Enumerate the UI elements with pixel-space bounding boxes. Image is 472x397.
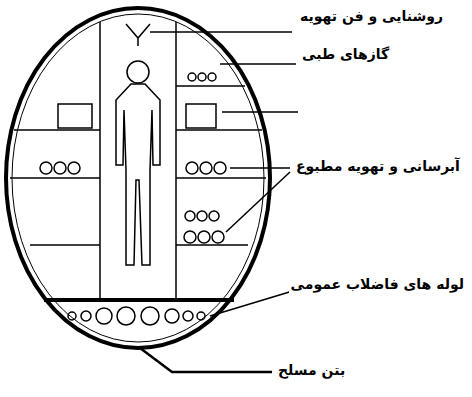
sewer-pipe xyxy=(81,311,91,321)
shelf xyxy=(30,244,100,246)
cable-tray xyxy=(58,104,92,128)
sewer-pipe xyxy=(117,307,135,325)
shelf xyxy=(176,177,266,179)
pipe xyxy=(186,162,198,174)
shelf xyxy=(10,177,100,179)
shelf xyxy=(176,244,248,246)
corridor-wall xyxy=(99,22,101,298)
callout-label: لوله های فاضلاب عمومی xyxy=(289,276,466,293)
leader-line xyxy=(220,63,296,65)
pipe xyxy=(68,162,80,174)
corridor-wall xyxy=(175,22,177,298)
pipe xyxy=(200,162,212,174)
sewer-pipe xyxy=(141,307,159,325)
pipe xyxy=(184,231,196,243)
pipe xyxy=(214,162,226,174)
pipe xyxy=(40,162,52,174)
gas-pipe xyxy=(188,73,196,81)
sewer-pipe xyxy=(68,312,76,320)
gas-pipe xyxy=(198,73,206,81)
sewer-pipe xyxy=(96,308,112,324)
callout-label: گازهای طبی xyxy=(300,46,391,63)
pipe xyxy=(212,231,224,243)
callout-label: روشنایی و فن تهویه xyxy=(298,8,445,25)
lamp xyxy=(126,24,150,46)
callout-label: آبرسانی و تهویه مطبوع xyxy=(294,158,462,175)
shelf xyxy=(176,85,245,87)
sewer-pipe xyxy=(183,311,193,321)
sewer-pipe xyxy=(197,312,205,320)
sewer-pipe xyxy=(165,309,179,323)
pipe xyxy=(209,211,219,221)
leader-line xyxy=(210,290,296,316)
leader-line xyxy=(140,348,272,372)
person-head xyxy=(127,61,149,83)
leader-line xyxy=(150,31,292,33)
pipe xyxy=(185,211,195,221)
pipe xyxy=(197,211,207,221)
leader-line xyxy=(222,111,298,113)
callout-label: بتن مسلح xyxy=(276,362,347,379)
floor xyxy=(44,298,234,302)
tunnel-shell xyxy=(6,8,270,348)
person xyxy=(116,84,160,265)
pipe xyxy=(54,162,66,174)
pipe xyxy=(198,231,210,243)
cable-tray xyxy=(186,104,216,128)
shelf xyxy=(176,129,262,131)
shelf xyxy=(14,129,100,131)
gas-pipe xyxy=(208,73,216,81)
leader-line xyxy=(226,172,290,232)
leader-line xyxy=(230,167,290,169)
